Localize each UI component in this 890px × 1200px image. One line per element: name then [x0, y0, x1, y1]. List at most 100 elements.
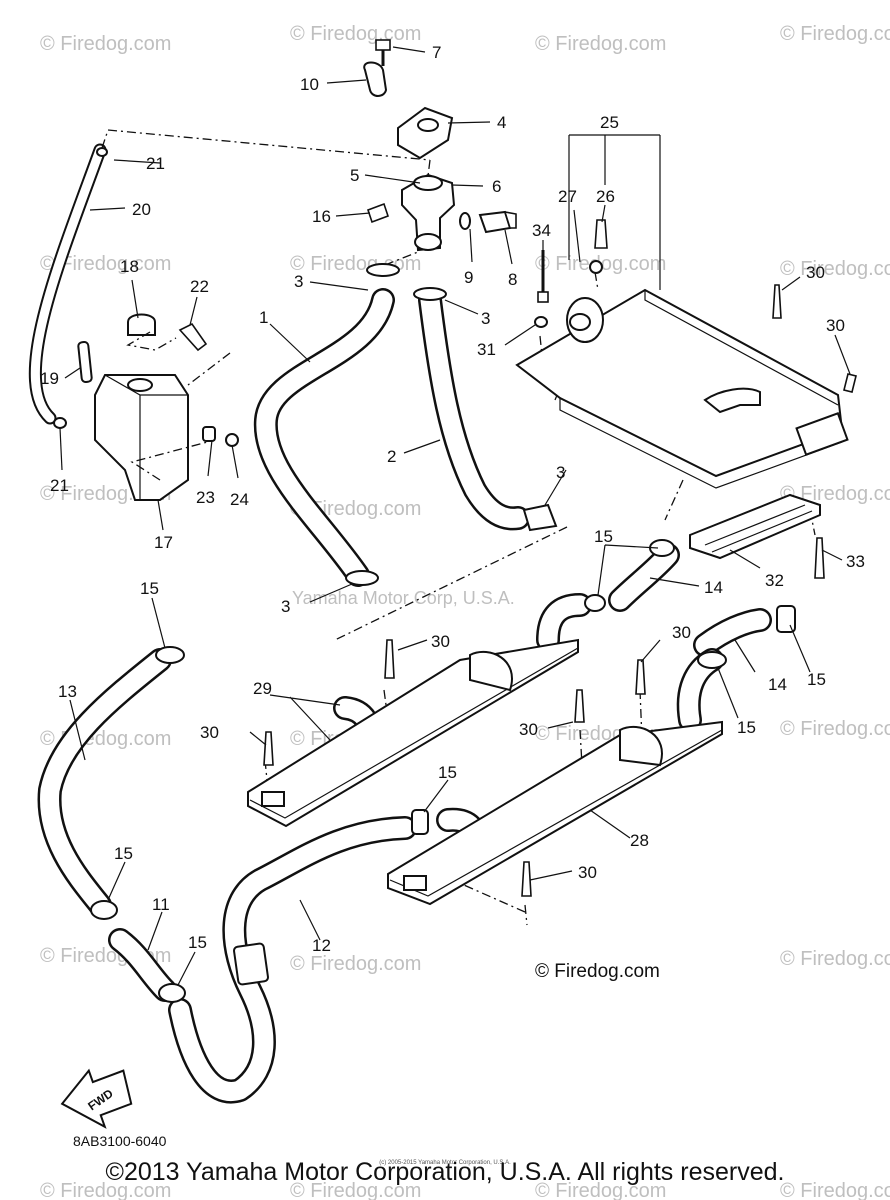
- copyright-notice: ©2013 Yamaha Motor Corporation, U.S.A. A…: [105, 1158, 785, 1186]
- callout-labels: 7 10 4 5 6 16 9 8 3 3 1 2 3 3 21 20 18 2…: [40, 43, 865, 955]
- clamp-15: [697, 651, 727, 669]
- watermark: © Firedog.com: [535, 1180, 666, 1200]
- watermark: © Firedog.com: [780, 483, 890, 505]
- callout-3: 3: [556, 463, 565, 482]
- rivets: [263, 284, 857, 897]
- callout-27: 27: [558, 187, 577, 206]
- clamp-15: [776, 605, 796, 633]
- leader-lines: [59, 46, 851, 986]
- callout-30: 30: [806, 263, 825, 282]
- bracket-32-body: [689, 493, 821, 560]
- clamp-15: [158, 983, 186, 1003]
- clamp-15: [411, 809, 429, 835]
- rivet-33: [814, 537, 825, 579]
- watermark: © Firedog.com: [290, 253, 421, 275]
- neck-outlet: [414, 233, 442, 251]
- signature-watermark: © Firedog.com: [535, 961, 660, 982]
- callout-9: 9: [464, 268, 473, 287]
- watermark: © Firedog.com: [290, 953, 421, 975]
- reservoir-assembly: [28, 143, 239, 501]
- callout-24: 24: [230, 490, 249, 509]
- cap-center: [417, 118, 439, 132]
- heat-exchanger-25: [515, 219, 849, 489]
- watermark: © Firedog.com: [40, 253, 171, 275]
- callout-34: 34: [532, 221, 551, 240]
- callout-7: 7: [432, 43, 441, 62]
- clamp-3: [366, 263, 400, 277]
- bolt-26: [594, 219, 608, 249]
- bolt-7: [375, 39, 391, 51]
- callout-14: 14: [704, 578, 723, 597]
- callout-17: 17: [154, 533, 173, 552]
- callout-1: 1: [259, 308, 268, 327]
- filler-cap-assembly: [363, 39, 517, 252]
- watermark: © Firedog.com: [290, 23, 421, 45]
- callout-19: 19: [40, 369, 59, 388]
- callout-15: 15: [188, 933, 207, 952]
- plate-28: [387, 720, 723, 906]
- callout-15: 15: [140, 579, 159, 598]
- callout-30: 30: [672, 623, 691, 642]
- callout-5: 5: [350, 166, 359, 185]
- callout-20: 20: [132, 200, 151, 219]
- callout-12: 12: [312, 936, 331, 955]
- gasket-5: [413, 175, 443, 191]
- callout-21: 21: [50, 476, 69, 495]
- clamp-15: [584, 594, 606, 612]
- callout-23: 23: [196, 488, 215, 507]
- bolt-16: [366, 202, 390, 224]
- callout-30: 30: [431, 632, 450, 651]
- callout-14: 14: [768, 675, 787, 694]
- plate-29-end: [261, 791, 285, 807]
- clip-21-top: [96, 147, 108, 157]
- callout-15: 15: [807, 670, 826, 689]
- callout-33: 33: [846, 552, 865, 571]
- callout-4: 4: [497, 113, 506, 132]
- callout-15: 15: [114, 844, 133, 863]
- callout-30: 30: [578, 863, 597, 882]
- callout-15: 15: [594, 527, 613, 546]
- rivet-30: [772, 284, 782, 319]
- watermark: © Firedog.com: [780, 948, 890, 970]
- clip-21-bottom: [53, 417, 67, 429]
- reservoir-neck: [127, 378, 153, 392]
- rivet-30: [384, 639, 395, 679]
- fine-print: (c) 2005-2015 Yamaha Motor Corporation, …: [379, 1160, 511, 1166]
- callout-31: 31: [477, 340, 496, 359]
- outlet-fitting: [703, 387, 761, 414]
- clamp-3: [413, 287, 447, 301]
- hoses: [37, 288, 772, 1104]
- washer-27: [589, 260, 603, 274]
- watermark: © Firedog.com: [780, 258, 890, 280]
- callout-30: 30: [519, 720, 538, 739]
- clamp-15: [90, 900, 118, 920]
- callout-22: 22: [190, 277, 209, 296]
- plate-28-end: [403, 875, 427, 891]
- radiator-cap-4: [397, 106, 454, 160]
- collar-23: [202, 426, 216, 442]
- heat-exchanger-plate: [515, 288, 844, 478]
- nut-24: [225, 433, 239, 447]
- callout-2: 2: [387, 447, 396, 466]
- callout-21: 21: [146, 154, 165, 173]
- watermark: © Firedog.com: [535, 33, 666, 55]
- callout-11: 11: [152, 895, 170, 914]
- watermark: © Firedog.com: [780, 718, 890, 740]
- sensor-tip: [503, 210, 517, 229]
- callout-32: 32: [765, 571, 784, 590]
- callout-25: 25: [600, 113, 619, 132]
- bracket-32: [689, 493, 821, 560]
- plate-29-joint: [469, 650, 513, 692]
- exchanger-fins: [795, 412, 849, 456]
- clamp-3: [345, 570, 379, 586]
- callout-13: 13: [58, 682, 77, 701]
- fwd-arrow-icon: [60, 1068, 133, 1129]
- inlet-opening: [569, 313, 591, 331]
- washer-9: [459, 212, 471, 230]
- bolt-34-head: [537, 291, 549, 303]
- hose-12-sleeve: [233, 942, 269, 986]
- callout-29: 29: [253, 679, 272, 698]
- watermark: © Firedog.com: [290, 1180, 421, 1200]
- clamp-15: [155, 646, 185, 664]
